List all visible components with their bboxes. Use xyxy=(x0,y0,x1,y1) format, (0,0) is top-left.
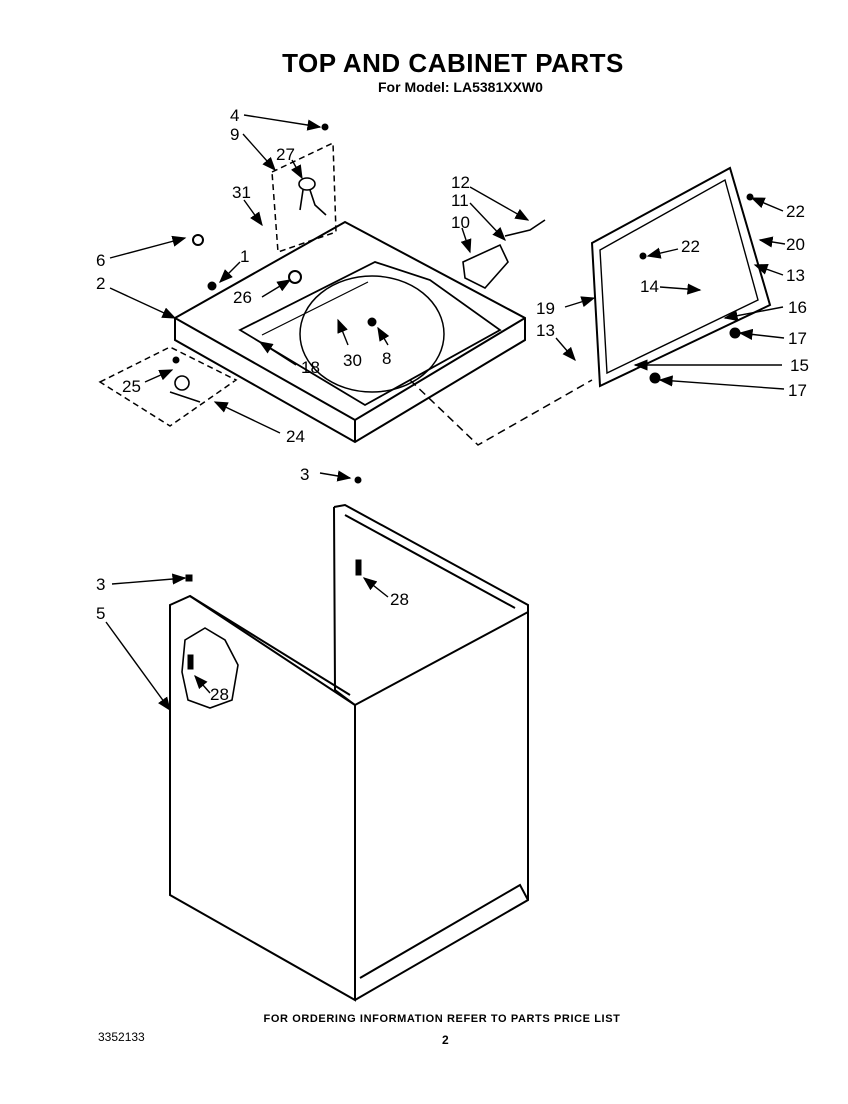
callout-13b: 13 xyxy=(536,321,555,340)
callout-14: 14 xyxy=(640,277,659,296)
hardware-screws xyxy=(172,123,754,670)
cabinet-cutaway xyxy=(181,627,239,709)
callout-19: 19 xyxy=(536,299,555,318)
callout-22b: 22 xyxy=(681,237,700,256)
leader-lines xyxy=(105,114,786,712)
lid-hinge-guide xyxy=(409,379,593,446)
callout-18: 18 xyxy=(301,358,320,377)
callout-9: 9 xyxy=(230,125,239,144)
callout-20: 20 xyxy=(786,235,805,254)
callout-6: 6 xyxy=(96,251,105,270)
callout-8: 8 xyxy=(382,349,391,368)
callout-5: 5 xyxy=(96,604,105,623)
ordering-note: FOR ORDERING INFORMATION REFER TO PARTS … xyxy=(263,1013,621,1025)
callout-16: 16 xyxy=(788,298,807,317)
lid-hinge xyxy=(462,219,546,289)
callout-3b: 3 xyxy=(96,575,105,594)
callout-2: 2 xyxy=(96,274,105,293)
document-number: 3352133 xyxy=(98,1030,145,1044)
page-number: 2 xyxy=(442,1033,449,1047)
callout-24: 24 xyxy=(286,427,305,446)
callout-11: 11 xyxy=(451,191,469,210)
callout-22a: 22 xyxy=(786,202,805,221)
callout-labels: 4 9 27 31 6 1 2 26 25 18 30 8 24 12 11 1… xyxy=(96,106,809,704)
callout-25: 25 xyxy=(122,377,141,396)
callout-30: 30 xyxy=(343,351,362,370)
callout-31: 31 xyxy=(232,183,251,202)
callout-1: 1 xyxy=(240,247,249,266)
callout-26: 26 xyxy=(233,288,252,307)
model-subtitle: For Model: LA5381XXW0 xyxy=(378,79,543,95)
callout-4: 4 xyxy=(230,106,239,125)
hinge-kit-box xyxy=(98,346,238,427)
callout-28a: 28 xyxy=(390,590,409,609)
tub-ring-switch xyxy=(298,177,327,216)
console-mount-box xyxy=(271,141,337,254)
callout-15: 15 xyxy=(790,356,809,375)
callout-17b: 17 xyxy=(788,381,807,400)
callout-28b: 28 xyxy=(210,685,229,704)
callout-13a: 13 xyxy=(786,266,805,285)
callout-3a: 3 xyxy=(300,465,309,484)
callout-27: 27 xyxy=(276,145,295,164)
page-title: TOP AND CABINET PARTS xyxy=(282,48,624,78)
top-panel xyxy=(174,220,526,444)
cabinet xyxy=(169,503,529,1002)
callout-17a: 17 xyxy=(788,329,807,348)
callout-12: 12 xyxy=(451,173,470,192)
spring-part xyxy=(169,375,201,403)
callout-10: 10 xyxy=(451,213,470,232)
lid xyxy=(590,166,772,388)
